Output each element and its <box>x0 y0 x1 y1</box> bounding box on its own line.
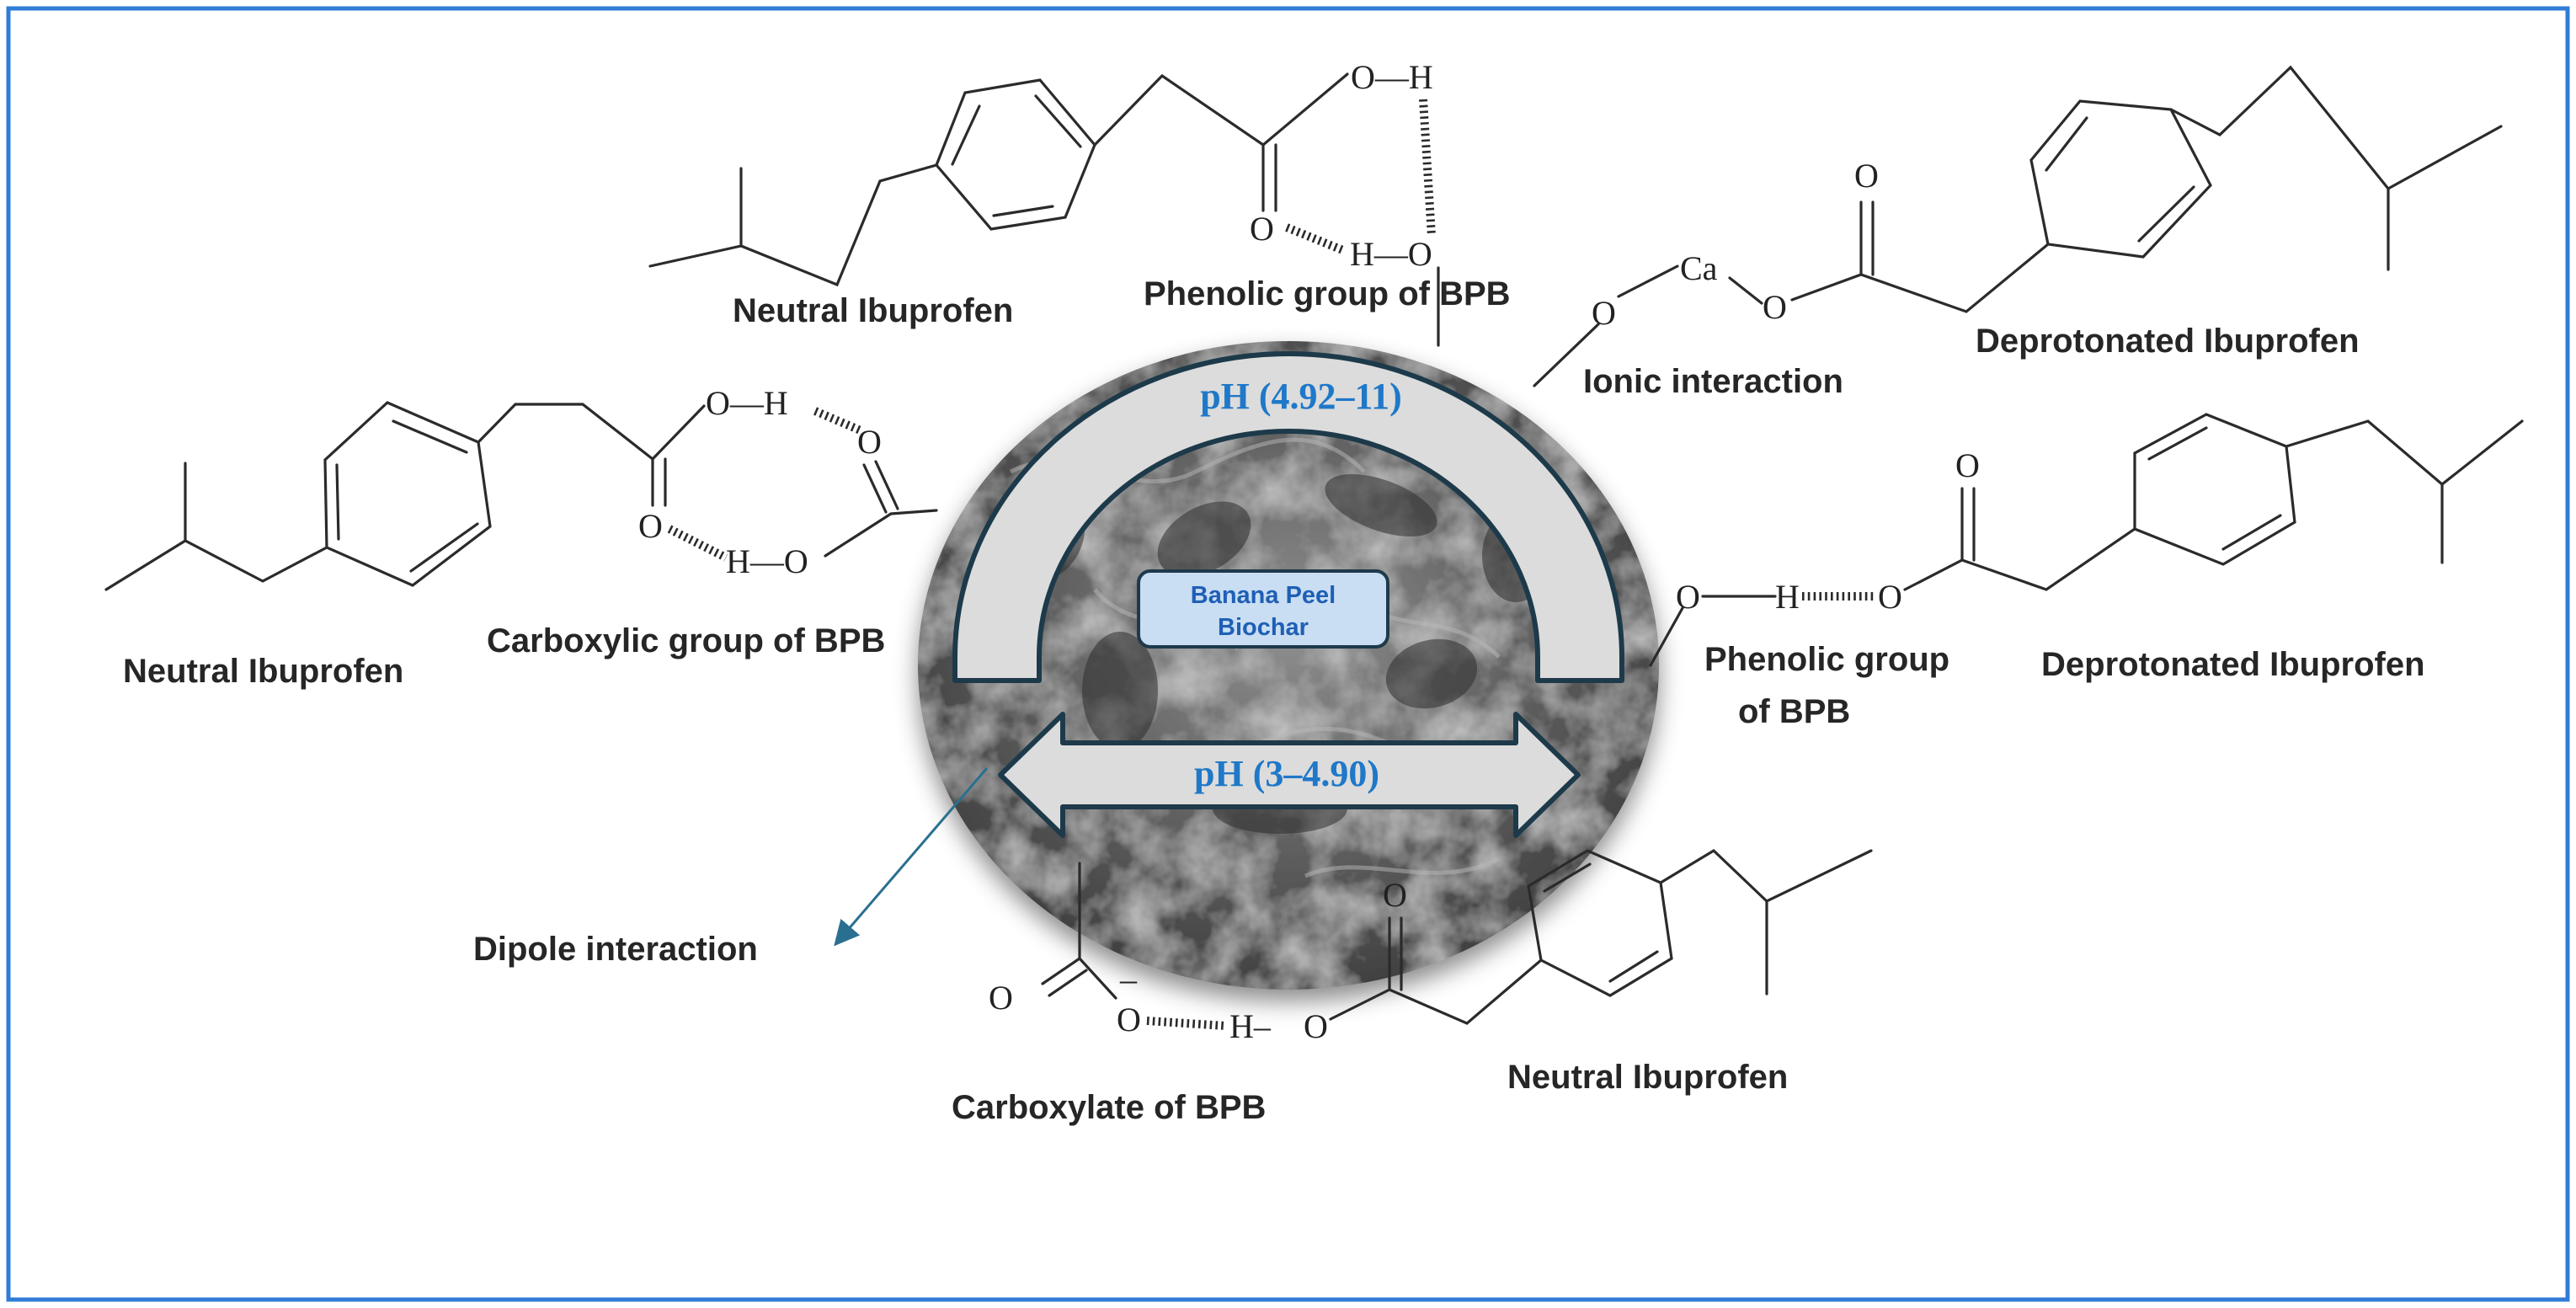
atom-o-top-carbonyl: O <box>1250 210 1274 248</box>
atom-o-carboxylate-2: O <box>1117 1001 1141 1038</box>
bond-ionic-surface <box>1533 323 1600 387</box>
biochar-label-line-1: Banana Peel <box>1191 582 1336 609</box>
molecule-neutral-ibuprofen-bottom <box>1329 848 1873 1025</box>
atom-o-deprot-top-carbonyl: O <box>1854 157 1879 195</box>
molecule-neutral-ibuprofen-top <box>648 72 1349 287</box>
ph-high-arc-arrow <box>952 351 1624 683</box>
atom-minus-carboxylate: – <box>1119 960 1138 998</box>
atom-o-phenolic-right: O <box>1676 578 1700 616</box>
label-deprotonated-ibuprofen-top: Deprotonated Ibuprofen <box>1976 323 2360 360</box>
atom-o-ionic-2: O <box>1763 288 1787 326</box>
atom-o-carboxylic-carbonyl: O <box>857 423 882 461</box>
label-neutral-ibuprofen-bottom: Neutral Ibuprofen <box>1507 1059 1788 1096</box>
hbond-left-upper <box>813 407 864 435</box>
bond-phenolic-right-surface <box>1649 606 1684 667</box>
atom-o-carboxylate-1: O <box>989 979 1013 1017</box>
atom-oh-left: O—H <box>706 384 788 422</box>
atom-ho-left: H—O <box>726 542 808 580</box>
biochar-label-line-2: Biochar <box>1218 614 1309 641</box>
atom-h-right: H <box>1775 578 1800 616</box>
atom-ca: Ca <box>1680 249 1718 287</box>
molecule-neutral-ibuprofen-left <box>104 401 706 591</box>
ph-high-label: pH (4.92–11) <box>1200 376 1402 417</box>
atom-o-ionic-1: O <box>1592 294 1616 332</box>
ph-low-label: pH (3–4.90) <box>1194 753 1379 794</box>
label-ionic-interaction: Ionic interaction <box>1583 363 1843 400</box>
label-phenolic-right-1: Phenolic group <box>1704 641 1949 678</box>
biochar-label-box <box>1137 569 1389 649</box>
label-carboxylate: Carboxylate of BPB <box>952 1089 1266 1126</box>
molecule-deprotonated-ibuprofen-top <box>1790 65 2503 313</box>
atom-ho-top: H—O <box>1350 235 1432 273</box>
bond-ca-o <box>1728 276 1763 305</box>
atom-o-deprot-right-carbonyl: O <box>1955 446 1980 484</box>
atom-o-bottom: O <box>1304 1007 1328 1045</box>
ph-low-double-arrow <box>998 712 1581 838</box>
hbond-bottom <box>1146 1017 1227 1030</box>
hbond-left-lower <box>667 525 728 562</box>
outer-frame <box>6 6 2570 1302</box>
hbond-top-vertical <box>1419 99 1436 237</box>
label-carboxylic-group: Carboxylic group of BPB <box>487 622 885 659</box>
label-dipole-interaction: Dipole interaction <box>473 931 758 968</box>
molecule-deprotonated-ibuprofen-right <box>1903 413 2524 591</box>
label-neutral-ibuprofen-left: Neutral Ibuprofen <box>123 653 403 690</box>
atom-h-bottom: H– <box>1229 1007 1272 1045</box>
atom-o-deprot-right: O <box>1878 578 1902 616</box>
hbond-top-horizontal <box>1285 223 1347 255</box>
label-phenolic-right-2: of BPB <box>1738 693 1850 730</box>
carboxylate-group-bpb <box>1041 957 1117 1000</box>
carboxylic-group-bpb <box>824 460 938 558</box>
label-deprotonated-ibuprofen-right: Deprotonated Ibuprofen <box>2041 646 2425 683</box>
atom-o-left-carbonyl: O <box>638 507 663 545</box>
atom-oh-top: O—H <box>1351 58 1433 96</box>
atom-o-bottom-carbonyl: O <box>1383 876 1407 914</box>
label-neutral-ibuprofen-top: Neutral Ibuprofen <box>733 292 1013 329</box>
label-phenolic-top: Phenolic group of BPB <box>1144 275 1511 312</box>
dipole-arrow <box>834 767 989 947</box>
bond-o-ca <box>1617 264 1679 298</box>
